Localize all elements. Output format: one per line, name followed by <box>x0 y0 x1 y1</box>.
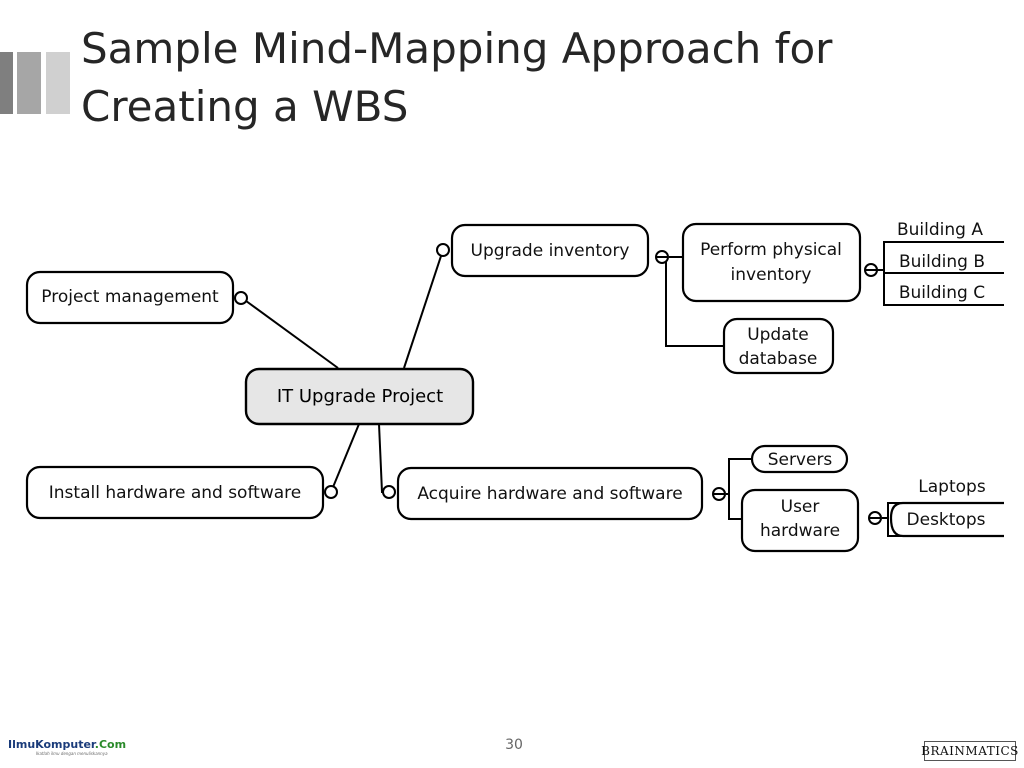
collapse-knob-install[interactable] <box>324 485 338 499</box>
node-perform-physical-inventory: Perform physical inventory <box>681 222 862 303</box>
node-central-label: IT Upgrade Project <box>277 386 443 407</box>
ilmukomputer-logo: IlmuKomputer.Com Ikatlah ilmu dengan men… <box>8 738 128 762</box>
node-acquire-label: Acquire hardware and software <box>417 484 682 504</box>
node-servers-label: Servers <box>768 450 833 470</box>
connector-upgrade-inventory <box>403 249 444 369</box>
connector-user-hardware <box>728 494 742 520</box>
connector-building-c <box>883 270 1004 306</box>
node-perform-label-line-1: Perform physical <box>700 240 842 260</box>
leaf-building-b: Building B <box>899 252 985 272</box>
collapse-knob-project-management[interactable] <box>234 291 248 305</box>
node-install-hardware-software: Install hardware and software <box>25 465 325 520</box>
collapse-knob-perform-children[interactable] <box>864 263 878 277</box>
connector-building-a <box>877 241 1004 271</box>
collapse-knob-upgrade-inventory[interactable] <box>436 243 450 257</box>
page-number: 30 <box>505 737 523 753</box>
node-project-management-label: Project management <box>41 287 219 307</box>
title-accent-bar-dark <box>0 52 13 114</box>
connector-acquire <box>378 423 389 493</box>
brainmatics-logo: BRAINMATICS <box>921 741 1018 761</box>
node-upgrade-inventory: Upgrade inventory <box>450 223 650 278</box>
title-accent-bar-mid <box>17 52 41 114</box>
ilmukomputer-logo-tagline: Ikatlah ilmu dengan menuliskannya <box>36 751 108 756</box>
node-servers: Servers <box>750 444 849 474</box>
node-desktops: Desktops <box>889 501 1004 538</box>
node-update-label-line-1: Update <box>747 325 809 345</box>
node-update-label-line-2: database <box>739 349 818 369</box>
node-upgrade-inventory-label: Upgrade inventory <box>471 241 630 261</box>
collapse-knob-acquire-children[interactable] <box>712 487 726 501</box>
collapse-knob-user-hardware-children[interactable] <box>868 511 882 525</box>
slide-title-line-2: Creating a WBS <box>81 82 409 131</box>
node-perform-label-line-2: inventory <box>731 265 812 285</box>
node-install-label: Install hardware and software <box>49 483 301 503</box>
leaf-building-c: Building C <box>899 283 985 303</box>
slide-title-line-1: Sample Mind-Mapping Approach for <box>81 24 833 73</box>
slide-title: Sample Mind-Mapping Approach for Creatin… <box>81 20 981 136</box>
leaf-building-a: Building A <box>897 220 983 240</box>
collapse-knob-acquire[interactable] <box>382 485 396 499</box>
leaf-laptops: Laptops <box>918 477 986 497</box>
node-user-hardware-label-line-1: User <box>781 497 820 517</box>
leaf-labels: Building A Building B Building C Laptops <box>897 220 986 497</box>
node-acquire-hardware-software: Acquire hardware and software <box>396 466 704 521</box>
connector-install <box>330 423 360 493</box>
connector-project-management <box>241 297 339 369</box>
ilmukomputer-logo-main: IlmuKomputer <box>8 738 95 751</box>
node-central-it-upgrade-project: IT Upgrade Project <box>244 367 475 426</box>
node-user-hardware: User hardware <box>740 488 860 553</box>
collapse-knob-upgrade-children[interactable] <box>655 250 669 264</box>
title-accent-bar-light <box>46 52 70 114</box>
node-project-management: Project management <box>25 270 235 325</box>
node-desktops-label: Desktops <box>907 510 986 530</box>
node-user-hardware-label-line-2: hardware <box>760 521 840 541</box>
ilmukomputer-logo-domain: .Com <box>94 738 127 751</box>
connector-update-database <box>665 262 724 347</box>
node-update-database: Update database <box>722 317 835 375</box>
connector-servers <box>726 458 752 495</box>
node-knobs <box>234 243 882 525</box>
